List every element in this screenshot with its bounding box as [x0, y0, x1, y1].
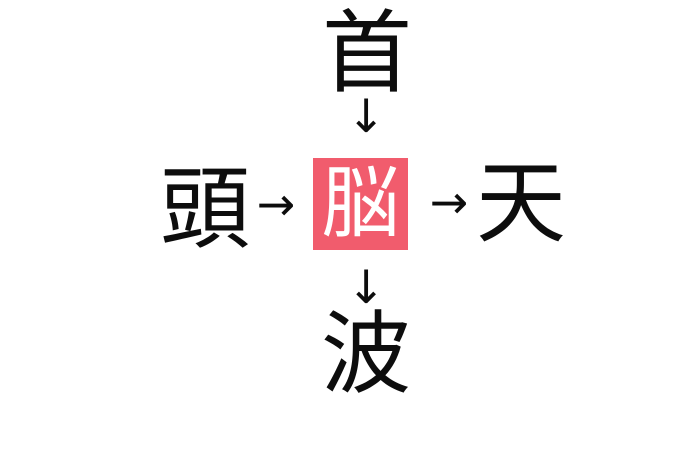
kanji-center: 脳 — [321, 160, 400, 247]
arrow-right-left-icon: → — [256, 177, 296, 231]
kanji-bottom: 波 — [321, 306, 411, 405]
kanji-left: 頭 — [160, 161, 250, 260]
kanji-right: 天 — [476, 155, 566, 254]
arrow-down-bottom-icon: ↓ — [346, 260, 386, 314]
center-answer-box: 脳 — [313, 158, 408, 250]
arrow-down-top-icon: ↓ — [346, 89, 386, 143]
arrow-right-center-icon: → — [429, 175, 469, 229]
kanji-top: 首 — [322, 5, 412, 104]
